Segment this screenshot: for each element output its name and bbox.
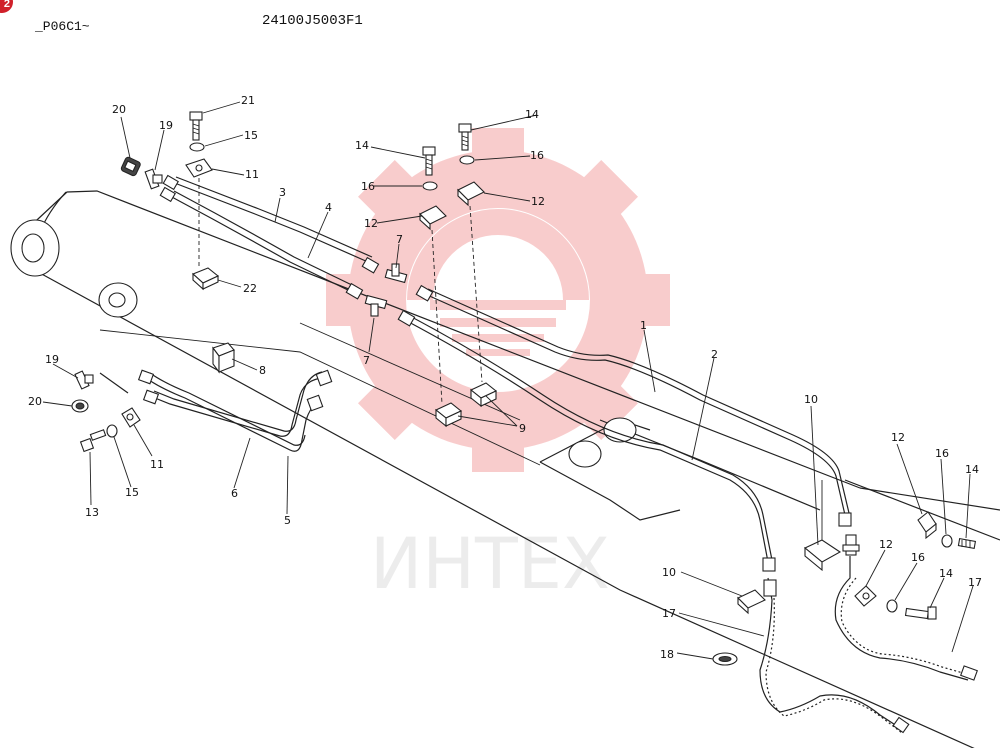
pipe-5 — [145, 372, 319, 452]
pipe-5-fitting — [306, 394, 324, 412]
callout-labels: 20 19 21 15 11 3 4 22 14 16 12 7 7 14 16… — [28, 94, 982, 661]
callout-11: 11 — [245, 168, 259, 181]
hose-17-left — [759, 577, 910, 734]
callout-12: 12 — [531, 195, 545, 208]
callout-7: 7 — [396, 233, 403, 246]
clamp-9-left — [434, 402, 463, 428]
pipe-2-end-fitting — [762, 557, 776, 572]
callout-12: 12 — [364, 217, 378, 230]
fitting-right — [842, 534, 860, 556]
bracket-pin — [568, 440, 602, 468]
pipe-1-end-fitting — [838, 512, 852, 527]
clamp-12-far-right — [917, 511, 937, 540]
callout-7: 7 — [363, 354, 370, 367]
washer-16-center — [422, 181, 438, 191]
boom-body — [10, 190, 1000, 748]
hose-clip-18 — [712, 652, 738, 666]
callout-16: 16 — [935, 447, 949, 460]
pipe-2 — [404, 314, 773, 563]
callout-10: 10 — [804, 393, 818, 406]
callout-19: 19 — [159, 119, 173, 132]
part-number: 24100J5003F1 — [262, 13, 363, 29]
clamp-11-top — [185, 158, 213, 178]
callout-2: 2 — [711, 348, 718, 361]
callout-22: 22 — [243, 282, 257, 295]
callout-12: 12 — [891, 431, 905, 444]
callout-11: 11 — [150, 458, 164, 471]
callout-10: 10 — [662, 566, 676, 579]
washer-15-bottom — [106, 424, 118, 438]
bolt-14-far-right — [957, 538, 977, 549]
clamp-12-right — [457, 181, 485, 207]
callout-15: 15 — [244, 129, 258, 142]
bracket-10-left — [737, 589, 766, 615]
callout-14: 14 — [355, 139, 369, 152]
callout-20: 20 — [28, 395, 42, 408]
washer-16-far-right — [941, 534, 953, 548]
pipe-4-fitting — [159, 186, 176, 203]
callout-13: 13 — [85, 506, 99, 519]
callout-14: 14 — [965, 463, 979, 476]
callout-3: 3 — [279, 186, 286, 199]
clamp-12-lower-right — [854, 585, 877, 607]
adapter-19-top — [144, 168, 163, 190]
callout-19: 19 — [45, 353, 59, 366]
callout-1: 1 — [640, 319, 647, 332]
bolt-21 — [189, 111, 203, 141]
pipe-6 — [149, 371, 323, 437]
callout-12: 12 — [879, 538, 893, 551]
tee-fitting-7-top — [384, 263, 408, 284]
washer-16-right — [459, 155, 475, 165]
callout-18: 18 — [660, 648, 674, 661]
clamp-12-center — [419, 205, 447, 231]
page-badge-number: 2 — [3, 0, 10, 10]
block-8 — [212, 342, 235, 374]
pipe-3 — [171, 176, 373, 263]
adapter-19-bottom — [74, 370, 94, 390]
bolt-14-center — [422, 146, 436, 176]
connector-20-top — [120, 156, 141, 177]
callout-17: 17 — [662, 607, 676, 620]
callout-20: 20 — [112, 103, 126, 116]
bolt-14-right — [458, 123, 472, 151]
clamp-22 — [191, 267, 220, 291]
clamp-11-bottom — [121, 407, 141, 428]
callout-4: 4 — [325, 201, 332, 214]
leader-lines — [42, 101, 974, 660]
washer-16-lower-right — [886, 599, 898, 613]
hose-17-right — [834, 556, 978, 681]
pipe-3-fitting — [162, 174, 179, 191]
callout-16: 16 — [361, 180, 375, 193]
callout-14: 14 — [525, 108, 539, 121]
watermark-text: ИНТЕХ — [370, 523, 610, 605]
callout-21: 21 — [241, 94, 255, 107]
callout-16: 16 — [911, 551, 925, 564]
callout-17: 17 — [968, 576, 982, 589]
callout-6: 6 — [231, 487, 238, 500]
washer-15-top — [189, 142, 205, 152]
pipe-6-fitting — [315, 369, 333, 387]
page-badge: 2 — [0, 0, 13, 13]
callout-5: 5 — [284, 514, 291, 527]
callout-14: 14 — [939, 567, 953, 580]
connector-20-bottom — [71, 399, 89, 413]
bracket-10-right — [803, 480, 842, 572]
pipe-4 — [169, 190, 357, 293]
tee-fitting-7-bottom — [364, 294, 388, 317]
callout-15: 15 — [125, 486, 139, 499]
bolt-13 — [79, 429, 107, 453]
callout-16: 16 — [530, 149, 544, 162]
drawing-reference: _P06C1~ — [35, 19, 90, 34]
callout-8: 8 — [259, 364, 266, 377]
bolt-14-lower-right — [904, 606, 937, 620]
pipe-1 — [424, 288, 850, 516]
callout-9: 9 — [519, 422, 526, 435]
